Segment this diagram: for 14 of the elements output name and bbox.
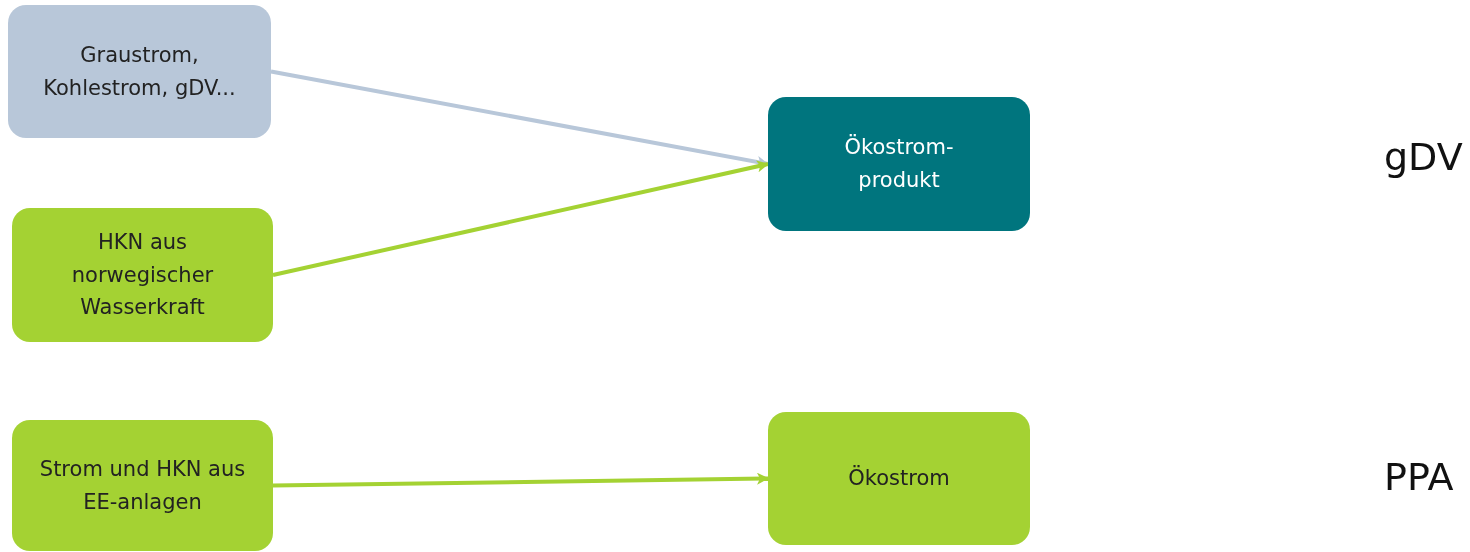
box-label: HKN aus norwegischer Wasserkraft (70, 229, 215, 322)
process-box (768, 412, 1030, 545)
box-label: Ökostrom (848, 464, 950, 493)
side-label: gDV (1384, 135, 1463, 179)
process-box (8, 5, 271, 138)
process-box (12, 208, 273, 342)
arrow (272, 472, 769, 488)
process-box (12, 420, 273, 551)
side-label: PPA (1384, 455, 1454, 499)
process-box (768, 97, 1030, 231)
box-label: Strom und HKN aus EE-anlagen (38, 455, 247, 516)
box-label: Ökostrom- produkt (843, 133, 955, 194)
box-label: Graustrom, Kohlestrom, gDV... (42, 41, 237, 102)
arrow (272, 160, 769, 277)
